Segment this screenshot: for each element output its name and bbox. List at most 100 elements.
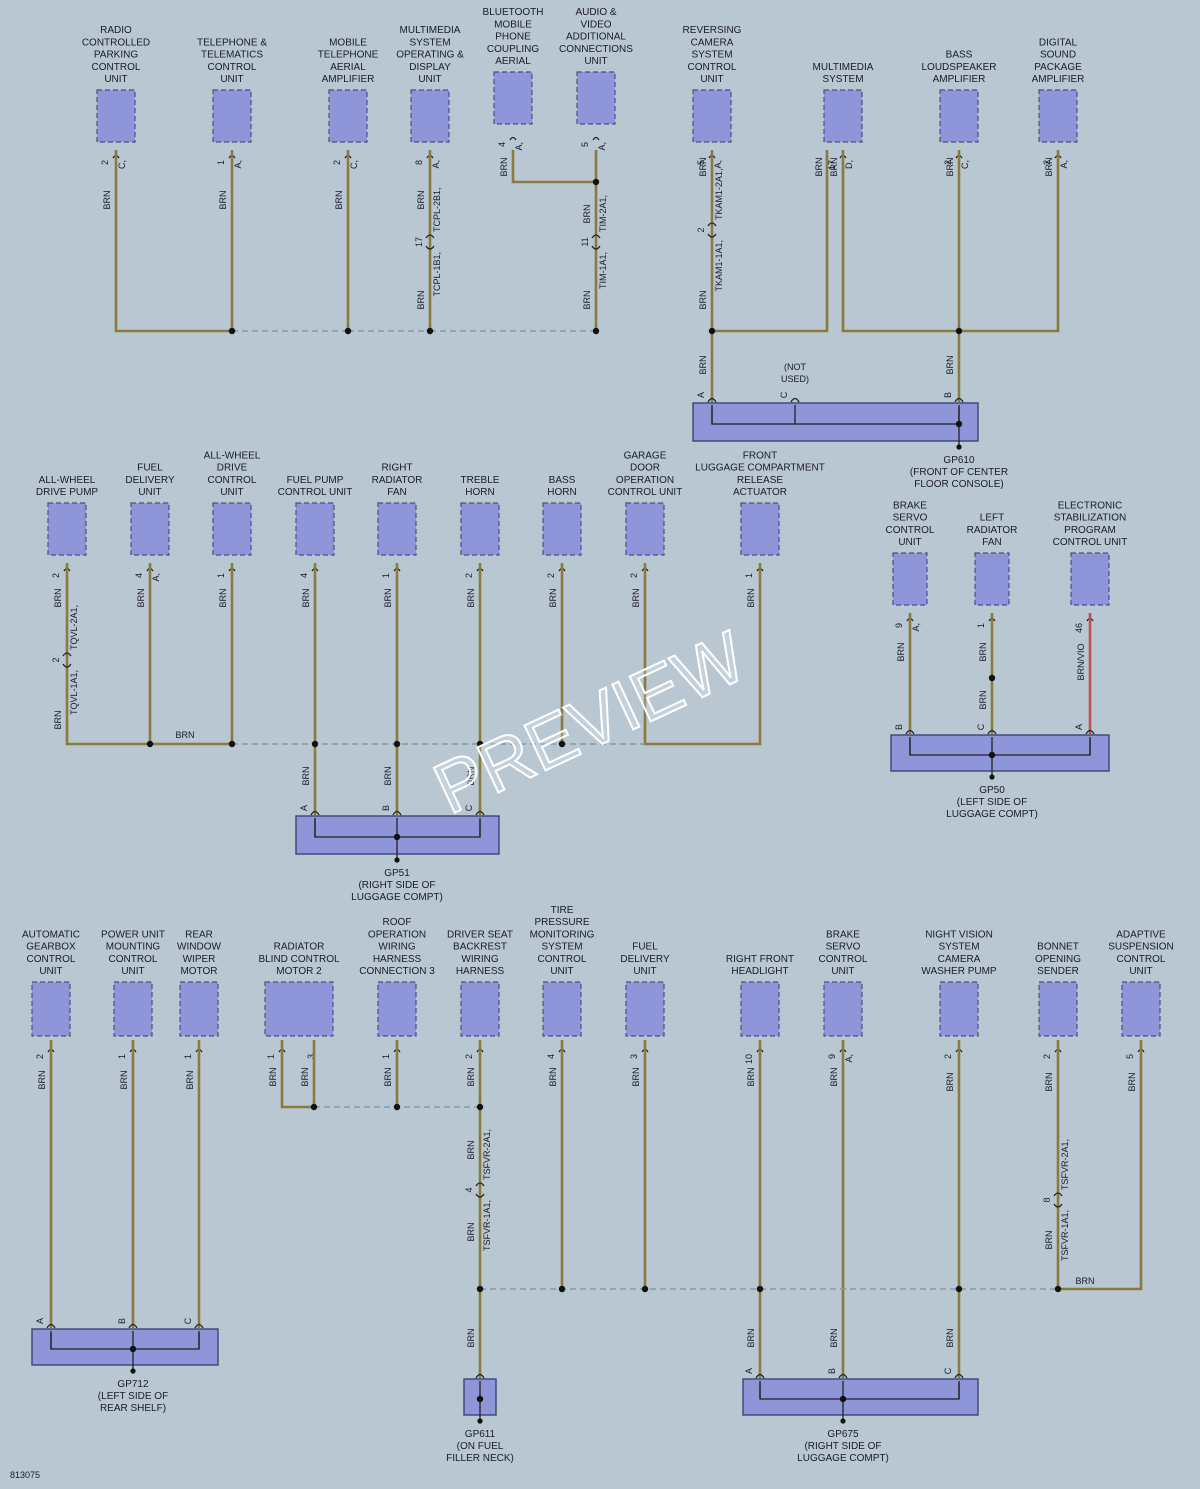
inline-pin: 17 [414,237,424,247]
inline-connector-arc [475,1182,485,1187]
component-c17 [542,502,582,556]
component-c3 [328,89,368,143]
component-label: BASS [946,50,973,61]
wire-color-label: BRN [383,588,393,607]
component-label: UNIT [104,74,127,85]
component-label: UNIT [584,56,607,67]
component-label: GARAGE [624,450,667,461]
connector-id: C, [349,160,359,169]
component-label: DOOR [630,463,660,474]
component-label: CONTROL [688,62,737,73]
wire [280,1040,314,1109]
component-label: BLUETOOTH [483,7,544,18]
component-label: SYSTEM [409,37,450,48]
ground-pin-letter: A [299,805,309,811]
wire-color-label: BRN/VIO [1076,643,1086,680]
connector-id: A, [713,160,723,169]
ground-pin-arc [128,1323,138,1329]
pin-number: 1 [183,1054,193,1059]
component-label: RADIATOR [967,525,1018,536]
component-label: FAN [387,487,406,498]
component-label: BONNET [1037,942,1079,953]
pin-number: 46 [1074,623,1084,633]
component-label: WINDOW [177,942,221,953]
ground-label: LUGGAGE COMPT) [797,1453,889,1464]
inline-pin: 4 [464,1187,474,1192]
wire-color-label: BRN [829,1328,839,1347]
component-label: FRONT [743,450,777,461]
ground-label: GP610 [943,455,975,466]
component-c28 [460,981,500,1037]
component-label: UNIT [138,487,161,498]
pin-number: 8 [414,160,424,165]
splice-dot [988,674,996,682]
component-label: CONTROL [27,954,76,965]
connector-id: C, [117,160,127,169]
wire-color-label: BRN [814,157,824,176]
pin-number: 2 [629,573,639,578]
ground-pin-arc [905,729,915,735]
ground-terminal [130,1368,136,1374]
ground-pin-arc [707,397,717,403]
splice-dot [393,833,401,841]
component-label: REVERSING [683,25,742,36]
inline-connector-bottom: TIM-1A1, [598,252,608,289]
ground-pin-letter: B [117,1318,127,1324]
inline-connector-arc [425,234,435,239]
wire-color-label: BRN [300,1067,310,1086]
component-label: MOUNTING [106,942,161,953]
ground-label: (RIGHT SIDE OF [804,1441,881,1452]
component-label: FAN [982,537,1001,548]
component-label: HORN [547,487,576,498]
component-label: TIRE [551,905,574,916]
component-label: WASHER PUMP [921,966,997,977]
component-label: AMPLIFIER [322,74,375,85]
wire [841,150,1060,333]
wire-color-label: BRN [466,1067,476,1086]
splice-dot [228,327,236,335]
wire [710,150,829,333]
component-label: TELEPHONE & [197,37,267,48]
component-label: ALL-WHEEL [204,450,261,461]
pin-number: 4 [546,1054,556,1059]
wire-color-label: BRN [945,1072,955,1091]
inline-connector-arc [425,245,435,250]
wire-color-label: BRN [746,1328,756,1347]
inline-connector-arc [707,233,717,238]
ground-pin-letter: A [35,1318,45,1324]
component-c31 [740,981,780,1037]
wire-color-label: BRN [1075,1276,1094,1286]
inline-connector-arc [475,1193,485,1198]
wire-color-label: BRN [631,588,641,607]
component-label: CONTROL [1117,954,1166,965]
pin-number: 1 [976,623,986,628]
pin-number: 3 [306,1054,316,1059]
inline-connector-arc [1053,1203,1063,1208]
pin-number: 4 [299,573,309,578]
component-c27 [377,981,417,1037]
component-label: RADIATOR [274,942,325,953]
ground-label: GP611 [465,1429,496,1440]
ground-label: (LEFT SIDE OF [98,1391,168,1402]
wire-color-label: BRN [1044,1230,1054,1249]
component-c2 [212,89,252,143]
ground-pin-arc [755,1373,765,1379]
wire-color-label: BRN [698,355,708,374]
pin-number: 2 [1042,160,1052,165]
component-c33 [939,981,979,1037]
component-label: CONNECTIONS [559,44,633,55]
pin-number: 1 [216,160,226,165]
splice-dot [558,740,566,748]
component-c22 [1070,552,1110,606]
component-label: SENDER [1037,966,1079,977]
component-label: LUGGAGE COMPARTMENT [695,463,825,474]
ground-label: GP50 [979,785,1005,796]
component-c4 [410,89,450,143]
connector-id: C, [960,160,970,169]
connector-id: A, [514,142,524,151]
pin-number: 4 [497,142,507,147]
pin-number: 4 [134,573,144,578]
pin-number: 2 [1042,1054,1052,1059]
component-label: SERVO [826,942,861,953]
